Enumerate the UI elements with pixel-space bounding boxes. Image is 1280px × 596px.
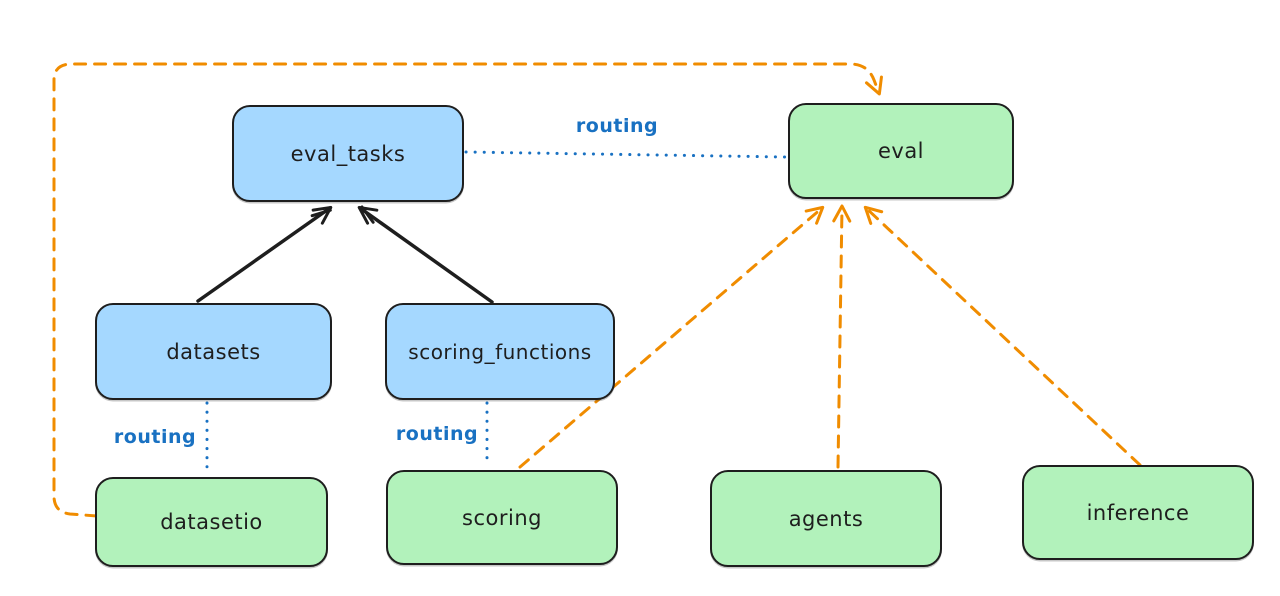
node-eval-label: eval — [877, 139, 925, 163]
node-datasets[interactable]: datasets — [95, 303, 332, 400]
node-eval-tasks-label: eval_tasks — [290, 141, 406, 166]
node-eval-tasks[interactable]: eval_tasks — [232, 105, 464, 202]
routing-label-datasets-datasetio: routing — [113, 426, 197, 448]
node-datasetio-label: datasetio — [160, 510, 263, 534]
node-scoring-functions[interactable]: scoring_functions — [385, 303, 615, 400]
node-agents-label: agents — [788, 506, 864, 531]
edge-agents-to-eval — [832, 204, 852, 469]
node-agents[interactable]: agents — [710, 470, 942, 567]
edge-scoring-to-eval — [518, 205, 825, 469]
routing-label-eval-tasks-eval: routing — [575, 115, 659, 137]
node-scoring[interactable]: scoring — [386, 470, 618, 565]
edge-scoring-functions-to-eval-tasks — [357, 205, 494, 304]
node-datasetio[interactable]: datasetio — [95, 477, 328, 567]
node-scoring-label: scoring — [462, 505, 542, 530]
edge-eval-tasks-to-eval-routing — [464, 150, 788, 159]
node-inference[interactable]: inference — [1022, 465, 1254, 560]
node-inference-label: inference — [1086, 500, 1190, 525]
routing-label-scoring-functions-scoring: routing — [395, 423, 479, 445]
edge-datasets-to-eval-tasks — [196, 205, 333, 303]
node-datasets-label: datasets — [166, 339, 261, 364]
edge-datasetio-to-eval — [52, 62, 883, 518]
edge-inference-to-eval — [863, 205, 1142, 467]
node-eval[interactable]: eval — [788, 103, 1014, 199]
node-scoring-functions-label: scoring_functions — [408, 339, 592, 364]
